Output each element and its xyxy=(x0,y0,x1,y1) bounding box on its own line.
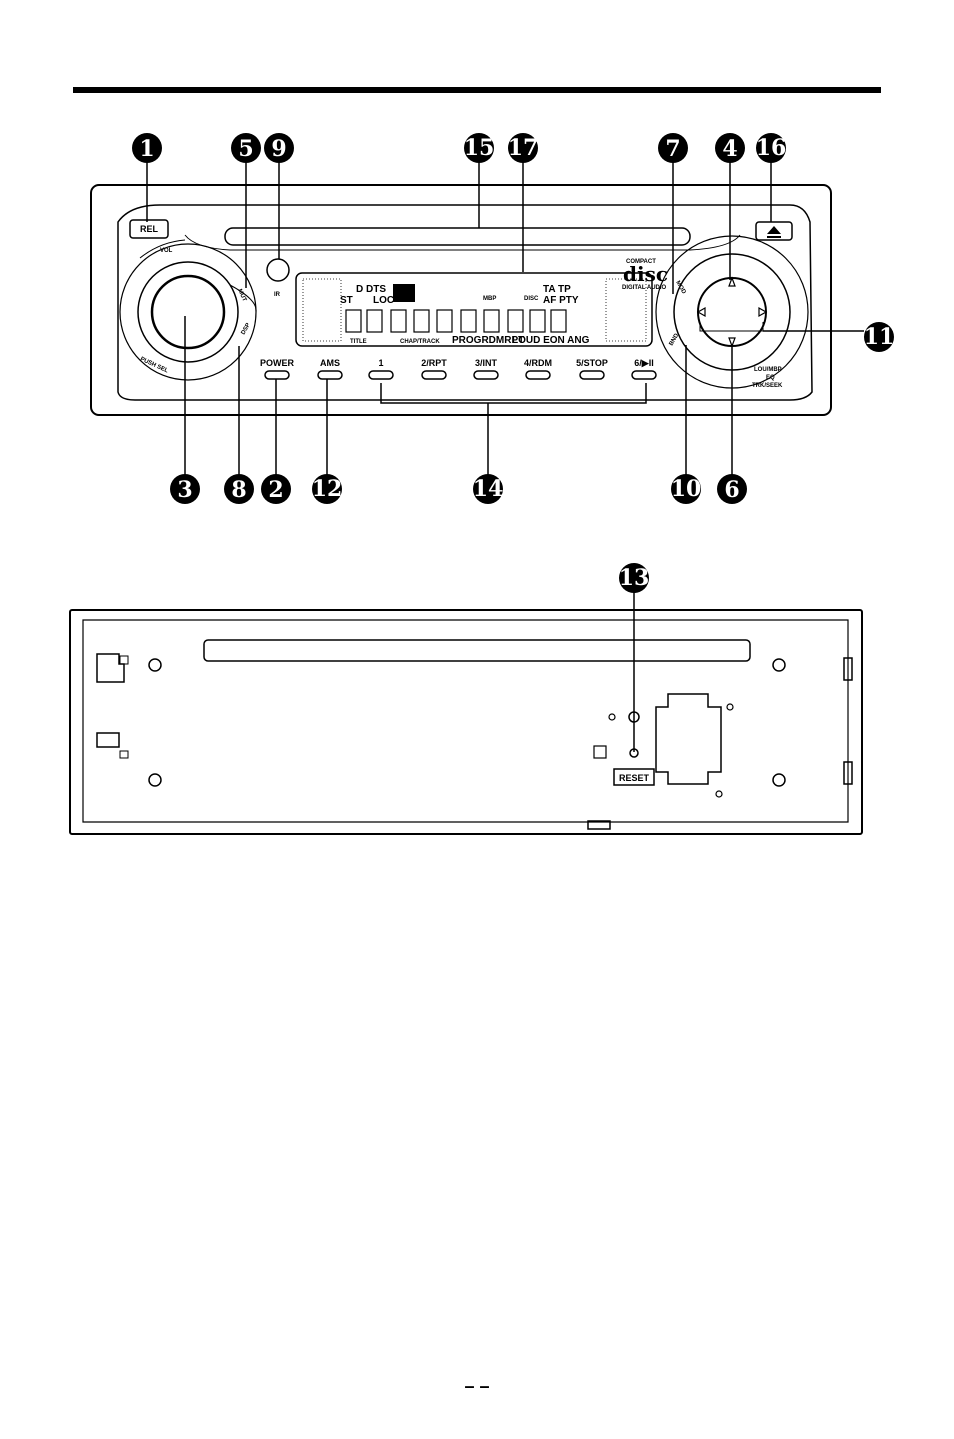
svg-text:4: 4 xyxy=(722,136,737,162)
back-panel: RESET xyxy=(70,610,862,834)
preset-1-button[interactable] xyxy=(369,371,393,379)
callout-12: 12 xyxy=(312,474,343,504)
front-panel: REL VOL PUSH SEL MUT DSP IR xyxy=(91,185,831,415)
preset-4-button[interactable] xyxy=(526,371,550,379)
preset-5-label: 5/STOP xyxy=(576,358,608,368)
vol-label: VOL xyxy=(160,248,173,254)
preset-6-button[interactable] xyxy=(632,371,656,379)
preset-2-button[interactable] xyxy=(422,371,446,379)
svg-text:11: 11 xyxy=(864,324,895,350)
preset-1-label: 1 xyxy=(378,358,383,368)
preset-2-label: 2/RPT xyxy=(421,358,447,368)
svg-text:17: 17 xyxy=(508,135,539,161)
callout-7: 7 xyxy=(658,133,688,163)
callout-14: 14 xyxy=(473,474,504,504)
callout-6: 6 xyxy=(717,474,747,504)
callout-16: 16 xyxy=(756,133,787,163)
lcd-disc: DISC xyxy=(524,296,539,302)
svg-text:7: 7 xyxy=(665,136,680,162)
lcd-loc: LOC xyxy=(373,295,394,306)
page-marks: – – xyxy=(464,1376,489,1396)
power-button[interactable] xyxy=(265,371,289,379)
lcd-title: TITLE xyxy=(350,339,367,345)
callout-1: 1 xyxy=(132,133,162,163)
preset-6-label: 6/▶II xyxy=(634,358,653,368)
callout-10: 10 xyxy=(671,474,702,504)
svg-text:16: 16 xyxy=(756,135,787,161)
rel-button-label: REL xyxy=(140,224,159,234)
callout-8: 8 xyxy=(224,474,254,504)
logo-main: disc xyxy=(623,262,668,286)
lcd-display: D DTS ST LOC MBP DISC TA TP AF PTY TITLE… xyxy=(296,273,652,346)
ir-label: IR xyxy=(274,292,281,298)
volume-knob[interactable]: VOL PUSH SEL xyxy=(120,240,256,380)
reset-button[interactable]: RESET xyxy=(614,769,654,785)
lou-mbp-label: LOU/MBP xyxy=(754,367,782,373)
svg-text:1: 1 xyxy=(139,136,154,162)
header-rule xyxy=(73,87,881,93)
rel-button[interactable]: REL xyxy=(130,220,168,238)
preset-3-button[interactable] xyxy=(474,371,498,379)
callout-17: 17 xyxy=(508,133,539,163)
callout-2: 2 xyxy=(261,474,291,504)
svg-text:10: 10 xyxy=(671,476,702,502)
eject-button[interactable] xyxy=(756,222,792,240)
ams-label: AMS xyxy=(320,358,340,368)
preset-4-label: 4/RDM xyxy=(524,358,552,368)
svg-text:6: 6 xyxy=(724,477,739,503)
preset-3-label: 3/INT xyxy=(475,358,498,368)
mod-label: MOD xyxy=(674,280,687,296)
mut-label: MUT xyxy=(236,288,247,303)
lcd-loud-eon-ang: LOUD EON ANG xyxy=(512,335,590,346)
svg-text:15: 15 xyxy=(464,135,495,161)
lcd-d-dts: D DTS xyxy=(356,284,386,295)
callout-15: 15 xyxy=(464,133,495,163)
lcd-st: ST xyxy=(340,295,353,306)
back-slot xyxy=(204,640,750,661)
svg-text:5: 5 xyxy=(238,136,253,162)
callout-3: 3 xyxy=(170,474,200,504)
eq-label: EQ xyxy=(766,375,775,381)
svg-text:13: 13 xyxy=(619,565,650,591)
callout-13: 13 xyxy=(619,563,650,593)
svg-text:14: 14 xyxy=(473,476,504,502)
callout-5: 5 xyxy=(231,133,261,163)
push-sel-label: PUSH SEL xyxy=(139,356,169,374)
power-label: POWER xyxy=(260,358,295,368)
callout-4: 4 xyxy=(715,133,745,163)
cd-slot xyxy=(225,228,690,245)
svg-text:2: 2 xyxy=(268,477,283,503)
svg-text:3: 3 xyxy=(177,477,192,503)
lcd-ta-tp: TA TP xyxy=(543,284,571,295)
ir-sensor: IR xyxy=(267,259,289,298)
trk-seek-label: TRK/SEEK xyxy=(752,383,783,389)
lcd-af-pty: AF PTY xyxy=(543,295,579,306)
ams-button[interactable] xyxy=(318,371,342,379)
lcd-chap-track: CHAP/TRACK xyxy=(400,339,440,345)
lcd-mbp: MBP xyxy=(483,296,496,302)
svg-text:8: 8 xyxy=(231,477,246,503)
svg-text:9: 9 xyxy=(271,136,286,162)
reset-label: RESET xyxy=(619,773,650,783)
leader-lines xyxy=(147,160,864,752)
dsp-label: DSP xyxy=(241,322,252,336)
preset-5-button[interactable] xyxy=(580,371,604,379)
callout-11: 11 xyxy=(864,322,895,352)
svg-text:12: 12 xyxy=(312,476,343,502)
callout-9: 9 xyxy=(264,133,294,163)
